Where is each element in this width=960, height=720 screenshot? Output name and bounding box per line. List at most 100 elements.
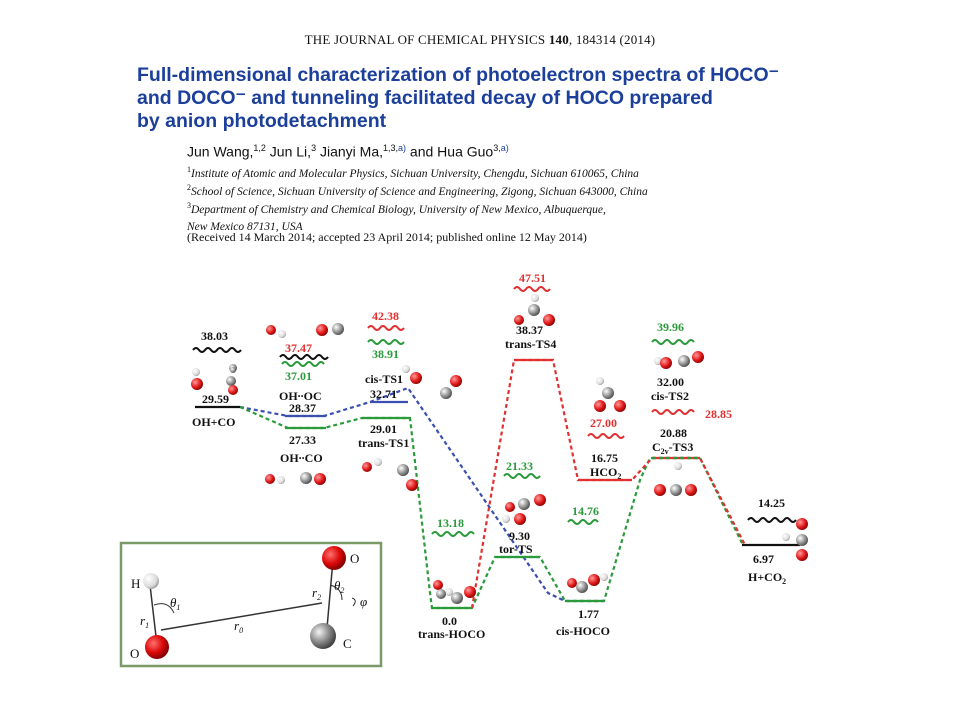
zpe-squiggle-green (567, 519, 599, 525)
affiliation-line: 2School of Science, Sichuan University o… (187, 181, 648, 199)
species-name: cis-TS1 (365, 372, 403, 386)
energy-value: 20.88 (660, 426, 687, 440)
journal-header: THE JOURNAL OF CHEMICAL PHYSICS 140, 184… (0, 32, 960, 48)
molecule-tor-ts (502, 494, 546, 525)
green-path (239, 405, 744, 610)
affil-number: 1 (187, 165, 191, 174)
species-name: OH+CO (192, 415, 236, 429)
title-line: Full-dimensional characterization of pho… (137, 64, 779, 86)
affil-text: School of Science, Sichuan University of… (191, 185, 648, 198)
coord-r2: r2 (312, 585, 321, 602)
coord-theta2: θ2 (334, 578, 344, 595)
title-line: and DOCO⁻ and tunneling facilitated deca… (137, 87, 713, 109)
oxygen-atom (322, 546, 346, 570)
molecule-trans-hoco (433, 580, 476, 604)
coord-phi: φ (360, 594, 367, 609)
species-name: OH∙∙OC (279, 389, 322, 403)
zpe-label: 21.33 (506, 459, 533, 473)
energy-value: 6.97 (753, 552, 774, 566)
zpe-label: 13.18 (437, 516, 464, 530)
zpe-squiggle-green (651, 339, 695, 345)
affiliation-line: New Mexico 87131, USA (187, 216, 648, 234)
author-affil: 1,2 (253, 143, 266, 153)
energy-value: 29.59 (202, 392, 229, 406)
energy-value: 29.01 (370, 422, 397, 436)
molecule-c2v-ts3 (654, 462, 697, 496)
zpe-label: 47.51 (519, 271, 546, 285)
author-list: Jun Wang,1,2 Jun Li,3 Jianyi Ma,1,3,a) a… (187, 143, 509, 160)
author-footnote-link[interactable]: a) (398, 143, 407, 153)
journal-name: THE JOURNAL OF CHEMICAL PHYSICS (304, 32, 546, 47)
author-name: and Hua Guo (406, 143, 494, 160)
energy-value: 32.00 (657, 375, 684, 389)
inset-coordinates: H O O C θ1 r1 r0 r2 θ2 φ (119, 541, 383, 668)
species-name: tor-TS (499, 542, 533, 556)
zpe-squiggle-black (192, 347, 242, 353)
journal-volume: 140 (548, 32, 569, 47)
affil-number: 3 (187, 200, 191, 210)
atom-label: H (131, 576, 140, 591)
energy-value: 9.30 (509, 529, 530, 543)
molecule-oh-co (191, 364, 238, 395)
affil-number: 2 (187, 182, 191, 192)
energy-labels: 38.03 29.59 OH+CO 37.47 37.01 OH∙∙OC 28.… (192, 271, 786, 641)
energy-value: 1.77 (578, 607, 599, 621)
species-name: cis-HOCO (556, 624, 610, 638)
affiliations: 1Institute of Atomic and Molecular Physi… (187, 163, 648, 234)
carbon-atom (310, 623, 336, 649)
species-name: C2v-TS3 (652, 440, 693, 456)
zpe-squiggle-green (367, 339, 405, 345)
atom-label: C (343, 636, 352, 651)
affil-text: Institute of Atomic and Molecular Physic… (191, 167, 639, 180)
received-dates: (Received 14 March 2014; accepted 23 Apr… (187, 230, 587, 244)
affil-text: New Mexico 87131, USA (187, 221, 303, 234)
molecule-cis-ts2 (654, 351, 704, 369)
coord-theta1: θ1 (170, 595, 180, 612)
zpe-label: 27.00 (590, 416, 617, 430)
zpe-squiggle-green (503, 473, 541, 479)
author-name: Jun Wang, (187, 143, 254, 160)
species-name: HCO2 (590, 465, 621, 481)
author-footnote-link[interactable]: a) (500, 143, 509, 153)
energy-value: 16.75 (591, 451, 618, 465)
coord-r0: r0 (234, 618, 243, 635)
affiliation-line: 1Institute of Atomic and Molecular Physi… (187, 163, 648, 181)
author-affil: 3 (311, 143, 317, 153)
title-line: by anion photodetachment (137, 110, 387, 132)
hydrogen-atom (143, 573, 159, 589)
molecule-trans-ts4 (514, 294, 555, 326)
energy-value: 0.0 (442, 614, 457, 628)
zpe-squiggle-green (431, 531, 475, 537)
atom-label: O (350, 551, 359, 566)
energy-value: 27.33 (289, 433, 316, 447)
zpe-label: 42.38 (372, 309, 399, 323)
zpe-squiggle-red (279, 354, 329, 360)
coord-r1: r1 (140, 613, 149, 630)
zpe-squiggle-green (281, 361, 325, 367)
zpe-squiggle-red (587, 433, 625, 439)
species-name: H+CO2 (748, 570, 786, 586)
energy-value: 28.37 (289, 401, 316, 415)
molecule-hco2 (594, 377, 626, 412)
species-name: trans-HOCO (418, 627, 485, 641)
zpe-label: 28.85 (705, 407, 732, 421)
energy-value: 32.71 (370, 387, 397, 401)
zpe-squiggle-red (367, 325, 405, 331)
atom-label: O (130, 646, 139, 661)
zpe-label: 38.91 (372, 347, 399, 361)
zpe-label: 37.47 (285, 341, 312, 355)
zpe-label: 14.25 (758, 496, 785, 510)
affil-text: Department of Chemistry and Chemical Bio… (191, 203, 606, 216)
molecule-oh-co-complex (265, 472, 326, 485)
species-name: trans-TS4 (505, 337, 556, 351)
zpe-label: 37.01 (285, 369, 312, 383)
blue-path (239, 386, 604, 603)
zpe-label: 38.03 (201, 329, 228, 343)
zpe-squiggle-red (651, 409, 695, 415)
oxygen-atom (145, 635, 169, 659)
molecule-trans-ts1 (362, 458, 418, 491)
energy-value: 38.37 (516, 323, 543, 337)
author-name: Jianyi Ma, (316, 143, 383, 160)
author-affil: 1,3, (383, 143, 399, 153)
